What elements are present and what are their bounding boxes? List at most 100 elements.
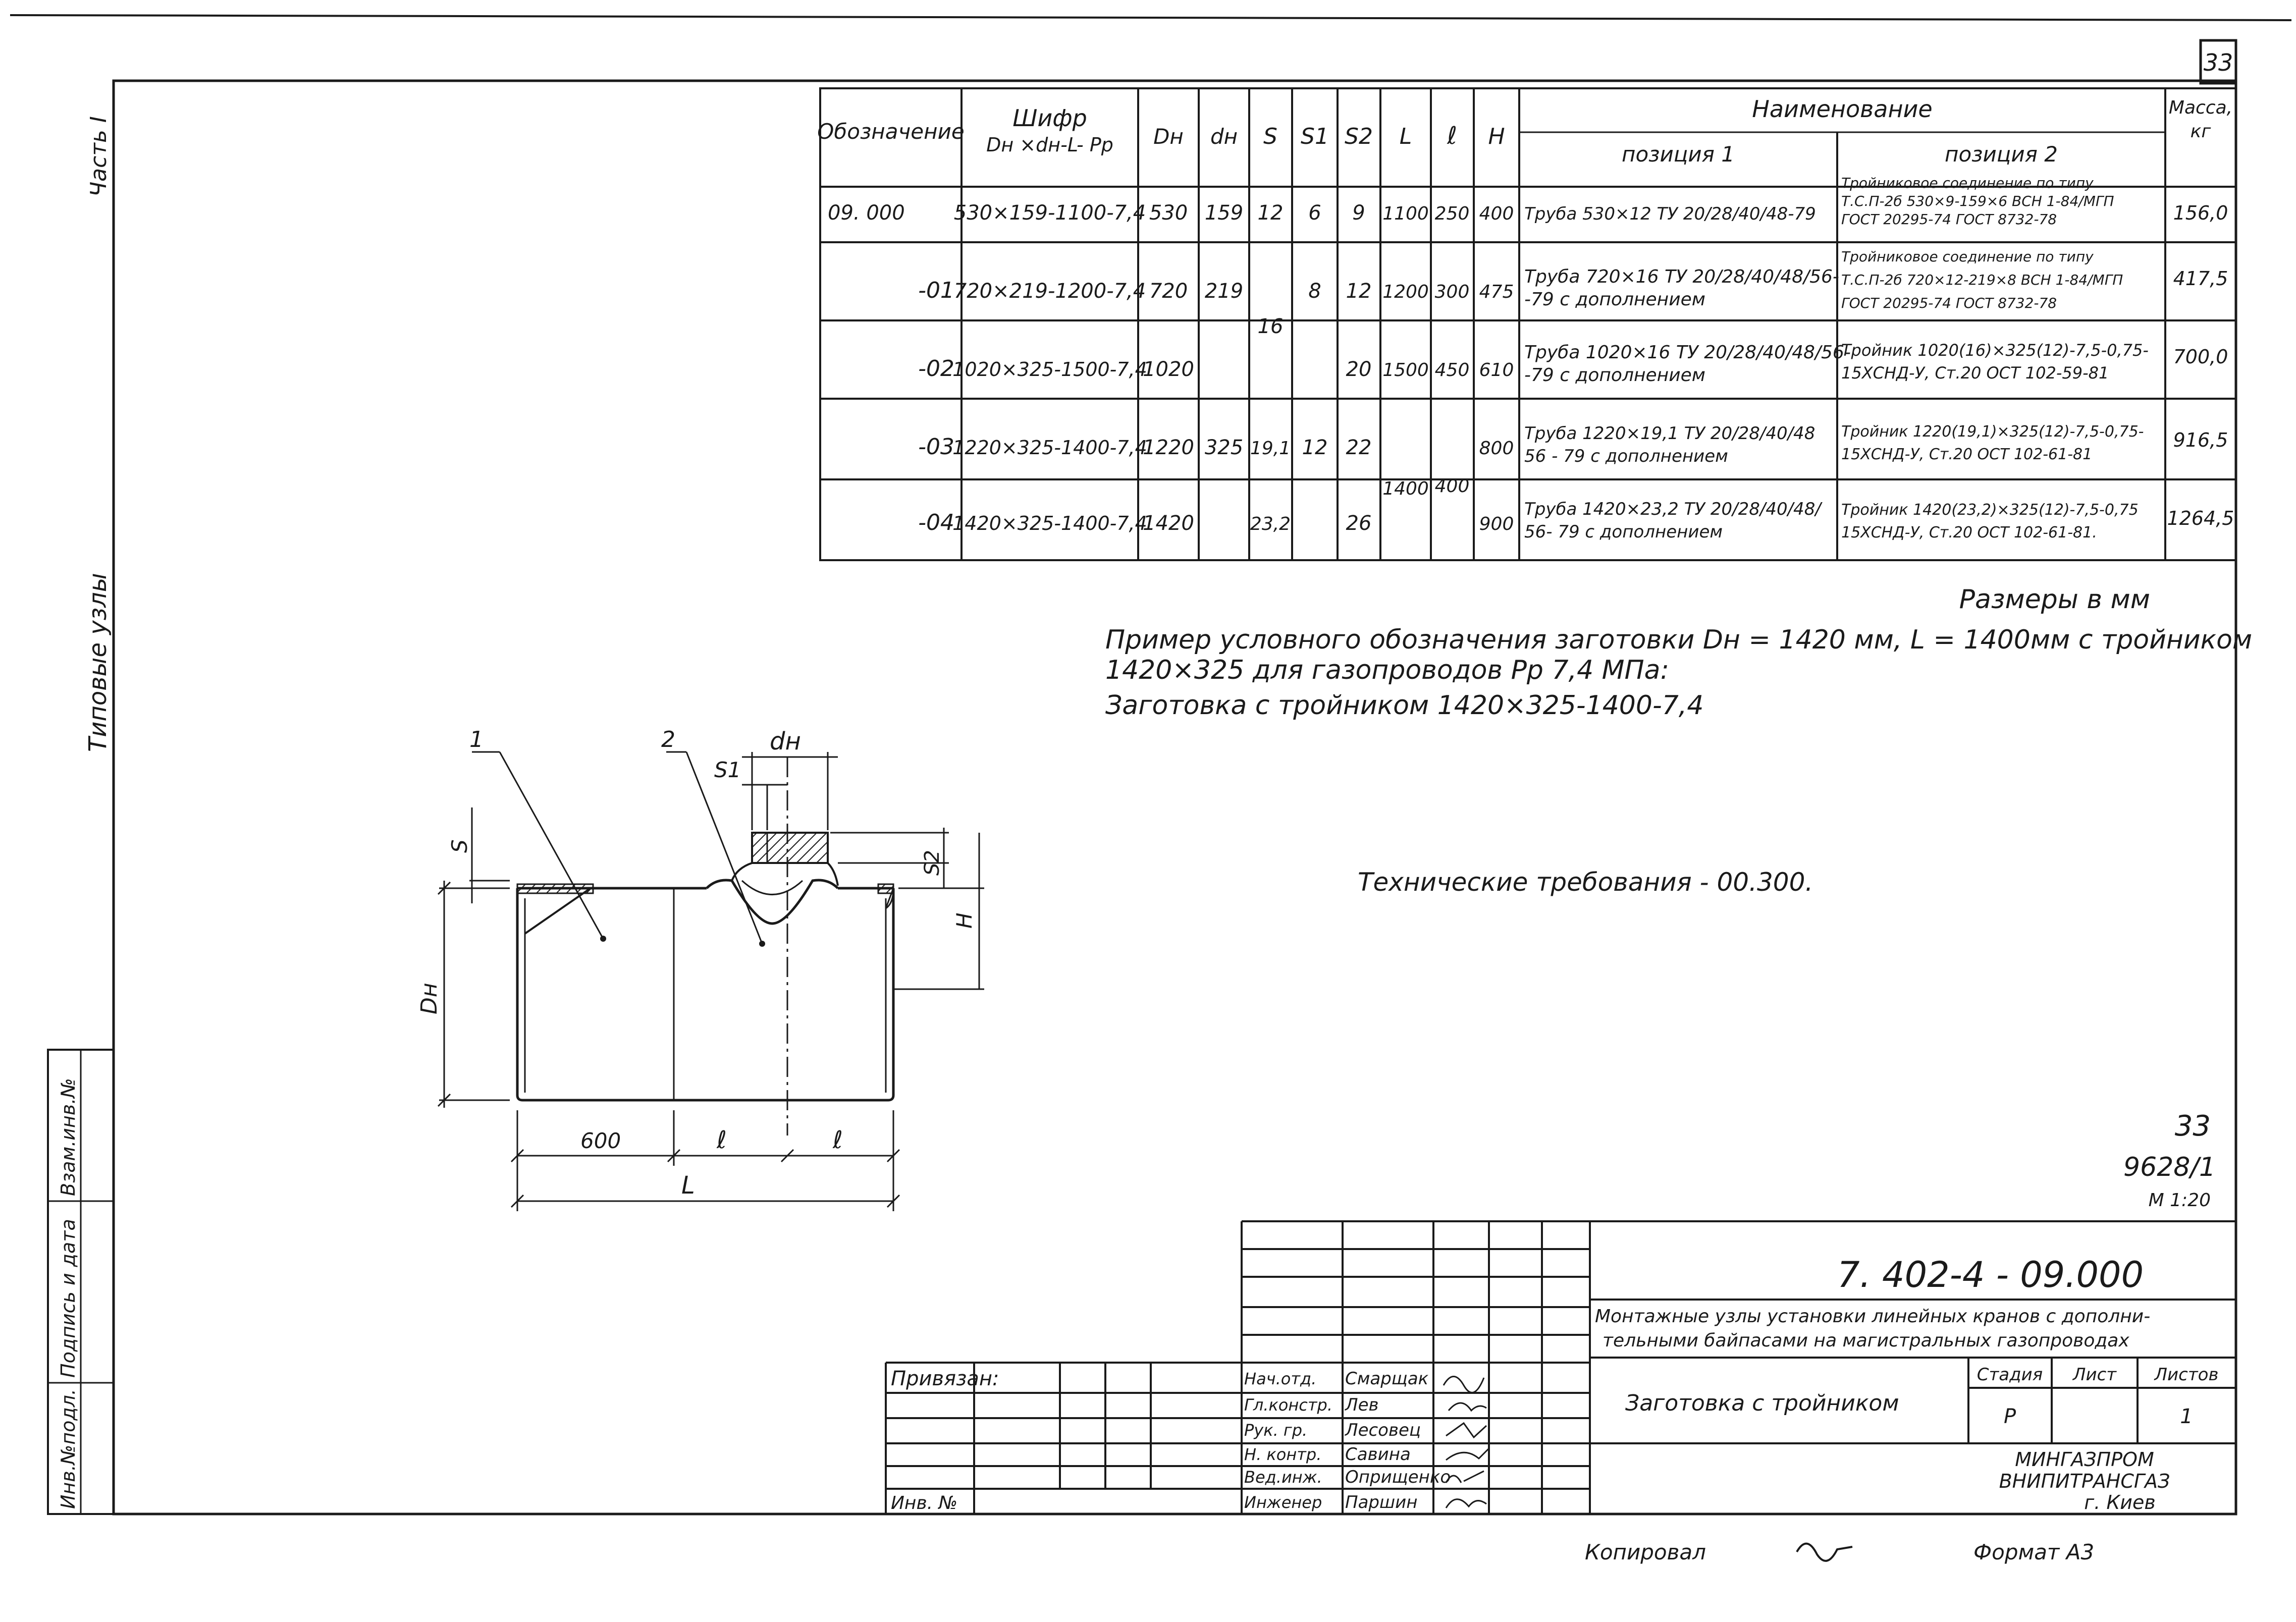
dimensions-note: Размеры в мм: [1959, 584, 2150, 615]
label-total: L: [681, 1171, 695, 1200]
role-label: Гл.констр.: [1244, 1395, 1332, 1415]
hdr-mass: Масса,: [2169, 97, 2232, 118]
table-row: -02 1020×325-1500-7,4 1020 20 1500 450 6…: [918, 341, 2228, 386]
margin-sign-date: Подпись и дата: [57, 1219, 79, 1378]
cell-l: 1200: [1382, 282, 1429, 302]
title-project-1: Монтажные узлы установки линейных кранов…: [1595, 1306, 2150, 1327]
title-org-2: ВНИПИТРАНСГАЗ: [1999, 1470, 2170, 1492]
example-line-1: Пример условного обозначения заготовки D…: [1105, 625, 2252, 655]
page-number: 33: [2204, 49, 2233, 76]
cell-le: 300: [1435, 282, 1470, 302]
cell-designation: -03: [918, 434, 954, 460]
title-stage-header: Стадия: [1977, 1365, 2043, 1385]
cell-pos1: Труба 1020×16 ТУ 20/28/40/48/56-: [1524, 342, 1851, 363]
label-s: S: [447, 839, 472, 853]
cell-h: 610: [1479, 360, 1514, 381]
hdr-mass-unit: кг: [2191, 121, 2212, 142]
role-name: Лев: [1344, 1395, 1379, 1415]
label-pos2: 2: [661, 727, 675, 752]
hdr-s1: S1: [1301, 124, 1329, 149]
cell-dh: 219: [1205, 280, 1243, 303]
hdr-pos2: позиция 2: [1945, 142, 2058, 167]
cell-dh: 159: [1205, 201, 1243, 225]
title-inv: Инв. №: [891, 1493, 957, 1513]
hdr-name: Наименование: [1752, 95, 1932, 123]
cell-designation: -01: [918, 278, 954, 303]
role-label: Нач.отд.: [1244, 1369, 1316, 1388]
cell-l: 1100: [1382, 203, 1429, 224]
hdr-cipher-formula: Dн ×dн-L- Pp: [986, 134, 1113, 156]
example-line-3: Заготовка с тройником 1420×325-1400-7,4: [1105, 690, 1703, 721]
cell-dn: 1420: [1143, 512, 1194, 535]
cell-pos1: Труба 1420×23,2 ТУ 20/28/40/48/: [1524, 499, 1823, 519]
sheet-ref-code: 9628/1: [2123, 1152, 2216, 1182]
cell-pos1: -79 с дополнением: [1524, 289, 1705, 310]
title-sheet-header: Лист: [2072, 1365, 2117, 1385]
cell-dn: 720: [1149, 280, 1188, 303]
footer-format: Формат А3: [1973, 1540, 2094, 1564]
hdr-cipher: Шифр: [1012, 104, 1087, 132]
cell-h: 475: [1479, 282, 1514, 302]
cell-pos2: 15ХСНД-У, Ст.20 ОСТ 102-59-81: [1841, 363, 2109, 383]
cell-pos2: Тройниковое соединение по типу: [1841, 175, 2094, 191]
title-org-1: МИНГАЗПРОМ: [2015, 1448, 2154, 1471]
cell-pos2: Тройник 1220(19,1)×325(12)-7,5-0,75-: [1841, 423, 2144, 441]
sheet-frame: [10, 14, 2292, 1516]
margin-part: Часть I: [86, 116, 112, 197]
spec-table-grid: [819, 87, 2237, 561]
cell-pos1: Труба 530×12 ТУ 20/28/40/48-79: [1524, 204, 1816, 224]
copier-signature: [1796, 1542, 1853, 1562]
cell-mass: 916,5: [2173, 429, 2228, 451]
table-row: -04 1420×325-1400-7,4 1420 23,2 26 900 Т…: [918, 499, 2234, 542]
cell-le: 450: [1435, 360, 1470, 381]
cell-pos2: 15ХСНД-У, Ст.20 ОСТ 102-61-81.: [1841, 524, 2097, 542]
role-label: Н. контр.: [1244, 1445, 1321, 1464]
label-s2: S2: [921, 850, 944, 876]
title-stage: Р: [2004, 1405, 2016, 1428]
cell-dh: 325: [1205, 436, 1243, 459]
cell-s: 23,2: [1250, 514, 1291, 534]
cell-s: 19,1: [1250, 438, 1291, 459]
margin-inv-repl: Взам.инв.№: [57, 1078, 79, 1196]
title-project-2: тельными байпасами на магистральных газо…: [1603, 1330, 2129, 1351]
cell-pos1: 56- 79 с дополнением: [1524, 522, 1723, 542]
label-s1: S1: [714, 758, 741, 782]
margin-series: Типовые узлы: [84, 573, 112, 752]
hdr-dn: Dн: [1153, 124, 1184, 149]
cell-s2: 20: [1346, 358, 1372, 381]
hdr-s2: S2: [1345, 124, 1373, 149]
cell-designation: 09. 000: [828, 201, 905, 225]
example-note: Пример условного обозначения заготовки D…: [1105, 625, 2252, 721]
table-row: -01 720×219-1200-7,4 720 219 16 8 12 120…: [918, 248, 2228, 338]
title-tied: Привязан:: [891, 1367, 999, 1390]
cell-pos1: -79 с дополнением: [1524, 365, 1705, 386]
cell-designation: -02: [918, 356, 954, 382]
sheet-ref-scale: М 1:20: [2149, 1190, 2211, 1211]
cell-dn: 530: [1149, 201, 1188, 225]
role-name: Смарщак: [1345, 1369, 1429, 1389]
example-line-2: 1420×325 для газопроводов Рр 7,4 МПа:: [1105, 655, 1669, 685]
hdr-l: L: [1400, 124, 1412, 149]
cell-mass: 1264,5: [2167, 507, 2234, 529]
label-pos1: 1: [469, 727, 484, 752]
cell-s: 16: [1258, 315, 1284, 338]
cell-pos2: ГОСТ 20295-74 ГОСТ 8732-78: [1841, 295, 2057, 311]
title-code: 7. 402-4 - 09.000: [1837, 1254, 2144, 1295]
hdr-le: ℓ: [1447, 122, 1457, 150]
left-margin-stamp: Инв.№подл. Подпись и дата Взам.инв.№: [47, 1049, 115, 1515]
spec-table: Обозначение Шифр Dн ×dн-L- Pp Dн dн S S1…: [817, 87, 2237, 561]
cell-mass: 700,0: [2173, 346, 2228, 368]
label-le-2: ℓ: [832, 1126, 843, 1154]
title-block: 7. 402-4 - 09.000 Монтажные узлы установ…: [885, 1220, 2236, 1514]
table-row: 09. 000 530×159-1100-7,4 530 159 12 6 9 …: [828, 175, 2228, 228]
cell-pos2: ГОСТ 20295-74 ГОСТ 8732-78: [1841, 211, 2057, 228]
footer-copied: Копировал: [1585, 1540, 1706, 1564]
role-name: Паршин: [1345, 1492, 1417, 1512]
label-h: H: [952, 912, 977, 929]
role-label: Вед.инж.: [1244, 1468, 1322, 1487]
table-row: -03 1220×325-1400-7,4 1220 325 19,1 12 2…: [918, 423, 2228, 499]
cell-h: 900: [1479, 514, 1514, 534]
cell-s1: 6: [1308, 201, 1321, 225]
cell-s2: 26: [1346, 512, 1372, 535]
title-sheets: 1: [2180, 1405, 2193, 1428]
